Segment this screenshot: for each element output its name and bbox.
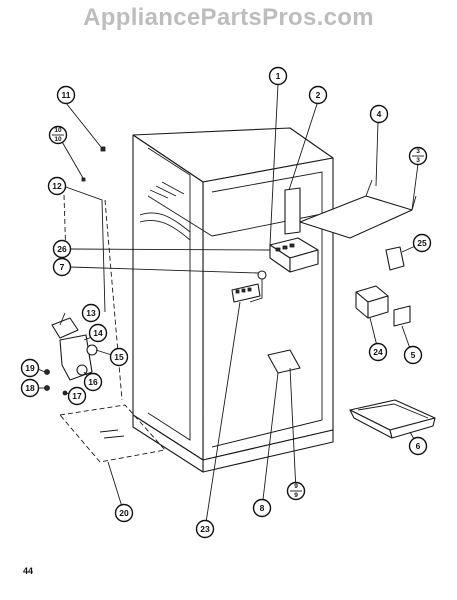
svg-text:1: 1 bbox=[276, 71, 281, 81]
light-bulb-cover bbox=[393, 305, 411, 327]
leader-lines bbox=[37, 83, 423, 530]
svg-text:24: 24 bbox=[373, 347, 383, 357]
shelf-bracket bbox=[231, 283, 261, 303]
callout-10-10: 10 10 bbox=[48, 125, 68, 145]
callout-2: 2 bbox=[308, 85, 328, 105]
svg-text:9: 9 bbox=[294, 492, 298, 499]
svg-text:20: 20 bbox=[119, 508, 129, 518]
control-assembly bbox=[249, 187, 319, 303]
svg-text:3: 3 bbox=[416, 148, 420, 155]
svg-text:7: 7 bbox=[60, 262, 65, 272]
switch-bracket bbox=[385, 246, 405, 271]
svg-text:13: 13 bbox=[86, 308, 96, 318]
callout-16: 16 bbox=[83, 372, 103, 392]
callout-23: 23 bbox=[195, 519, 215, 539]
compressor-assembly bbox=[44, 317, 98, 396]
callout-17: 17 bbox=[67, 386, 87, 406]
svg-text:15: 15 bbox=[114, 352, 124, 362]
callout-13: 13 bbox=[81, 303, 101, 323]
page-number: 44 bbox=[23, 566, 34, 576]
svg-text:4: 4 bbox=[377, 109, 382, 119]
callout-7: 7 bbox=[52, 257, 72, 277]
callout-24: 24 bbox=[368, 342, 388, 362]
callout-6: 6 bbox=[408, 436, 428, 456]
callout-5: 5 bbox=[403, 345, 423, 365]
callout-25: 25 bbox=[412, 233, 432, 253]
svg-text:3: 3 bbox=[416, 157, 420, 164]
svg-text:5: 5 bbox=[411, 350, 416, 360]
svg-text:8: 8 bbox=[260, 503, 265, 513]
svg-text:17: 17 bbox=[72, 391, 82, 401]
callout-18: 18 bbox=[20, 378, 40, 398]
svg-text:12: 12 bbox=[52, 181, 62, 191]
svg-text:11: 11 bbox=[62, 90, 71, 100]
callout-4: 4 bbox=[369, 104, 389, 124]
cabinet bbox=[132, 127, 334, 473]
callout-9-9: 9 9 bbox=[286, 481, 306, 501]
svg-text:23: 23 bbox=[200, 524, 210, 534]
svg-text:9: 9 bbox=[294, 483, 298, 490]
hinge-parts bbox=[81, 146, 106, 182]
svg-text:25: 25 bbox=[417, 238, 427, 248]
svg-text:14: 14 bbox=[93, 328, 103, 338]
callout-1: 1 bbox=[268, 66, 288, 86]
callout-3-3: 3 3 bbox=[408, 146, 428, 166]
callout-20: 20 bbox=[114, 503, 134, 523]
svg-text:26: 26 bbox=[57, 244, 67, 254]
svg-text:10: 10 bbox=[54, 127, 62, 134]
lower-bracket bbox=[267, 349, 301, 374]
watermark: AppliancePartsPros.com bbox=[83, 4, 374, 31]
callout-11: 11 bbox=[56, 85, 76, 105]
svg-text:19: 19 bbox=[25, 363, 35, 373]
svg-text:2: 2 bbox=[316, 90, 321, 100]
callout-15: 15 bbox=[109, 347, 129, 367]
callout-19: 19 bbox=[20, 358, 40, 378]
callout-8: 8 bbox=[252, 498, 272, 518]
callout-14: 14 bbox=[88, 323, 108, 343]
svg-text:16: 16 bbox=[88, 377, 98, 387]
drain-pan bbox=[59, 404, 166, 463]
crisper-tray bbox=[349, 399, 436, 439]
svg-text:10: 10 bbox=[54, 136, 62, 143]
svg-text:6: 6 bbox=[416, 441, 421, 451]
callout-26: 26 bbox=[52, 239, 72, 259]
callout-12: 12 bbox=[47, 176, 67, 196]
svg-text:18: 18 bbox=[25, 383, 35, 393]
light-socket bbox=[355, 285, 389, 319]
